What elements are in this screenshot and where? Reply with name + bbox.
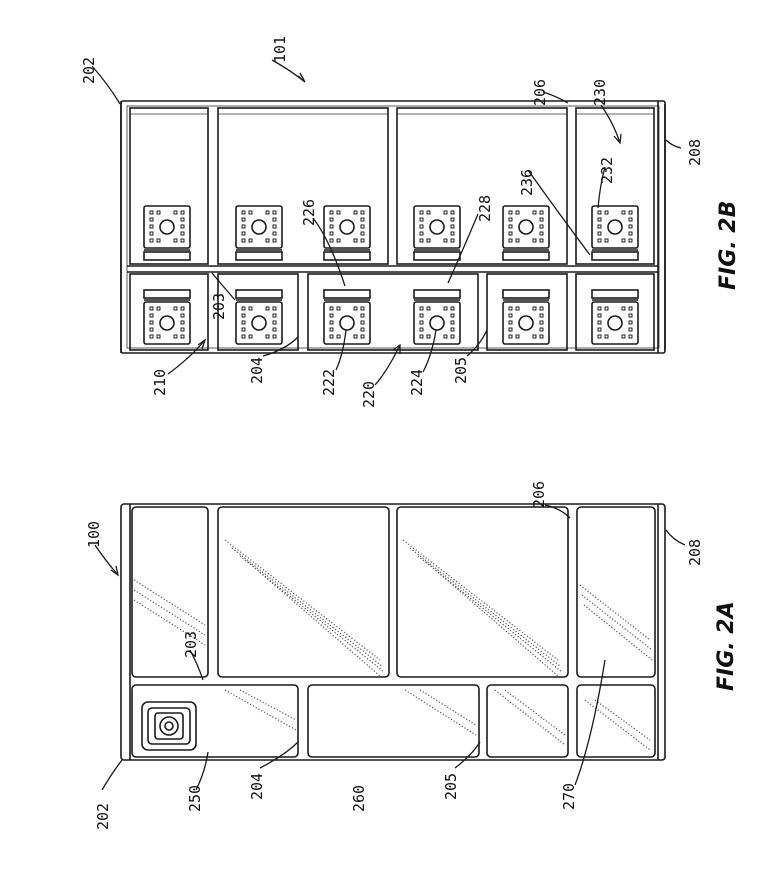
label-204-2b: 204	[248, 357, 266, 384]
module-top-3	[396, 506, 569, 678]
label-220: 220	[360, 381, 378, 408]
slot-bottom-1	[129, 273, 209, 351]
slot-bottom-2	[217, 273, 299, 351]
label-232: 232	[598, 157, 616, 184]
label-203-2b: 203	[210, 293, 228, 320]
label-210: 210	[151, 369, 169, 396]
label-226: 226	[300, 199, 318, 226]
label-204-2a: 204	[248, 773, 266, 800]
label-205-2a: 205	[442, 773, 460, 800]
label-270: 270	[560, 783, 578, 810]
figure-2a: 100 202 203 250 204 260 205 206 208 270 …	[85, 481, 739, 830]
frame-2a	[120, 503, 666, 761]
slot-top-4	[575, 107, 655, 265]
module-260	[307, 684, 480, 758]
label-208-2b: 208	[686, 139, 704, 166]
module-top-1	[131, 506, 209, 678]
label-208-2a: 208	[686, 539, 704, 566]
label-206-2b: 206	[531, 79, 549, 106]
label-206-2a: 206	[530, 481, 548, 508]
slot-top-3	[396, 107, 568, 265]
frame-2b	[120, 100, 666, 354]
module-top-2	[217, 506, 390, 678]
label-205-2b: 205	[452, 357, 470, 384]
slot-bottom-5	[575, 273, 655, 351]
label-101: 101	[271, 36, 289, 63]
label-224: 224	[408, 369, 426, 396]
caption-fig-2b: FIG. 2B	[716, 201, 741, 290]
module-250	[131, 684, 299, 758]
label-236: 236	[518, 169, 536, 196]
label-203-2a: 203	[182, 631, 200, 658]
figure-2b: 101 202 206 230 208 236 232 226 228 203 …	[80, 36, 741, 408]
label-100: 100	[85, 521, 103, 548]
slot-top-1	[129, 107, 209, 265]
label-202-2a: 202	[94, 803, 112, 830]
caption-fig-2a: FIG. 2A	[714, 601, 739, 691]
slot-bottom-4	[486, 273, 568, 351]
slot-top-2	[217, 107, 389, 265]
module-bottom-3	[486, 684, 569, 758]
label-202-2b: 202	[80, 57, 98, 84]
module-270	[576, 684, 656, 758]
camera-icon	[141, 701, 197, 751]
frame-inner-2b	[126, 105, 660, 349]
label-250: 250	[186, 785, 204, 812]
label-230: 230	[591, 79, 609, 106]
label-228: 228	[476, 195, 494, 222]
label-260: 260	[350, 785, 368, 812]
module-top-4	[576, 506, 656, 678]
label-222: 222	[320, 369, 338, 396]
